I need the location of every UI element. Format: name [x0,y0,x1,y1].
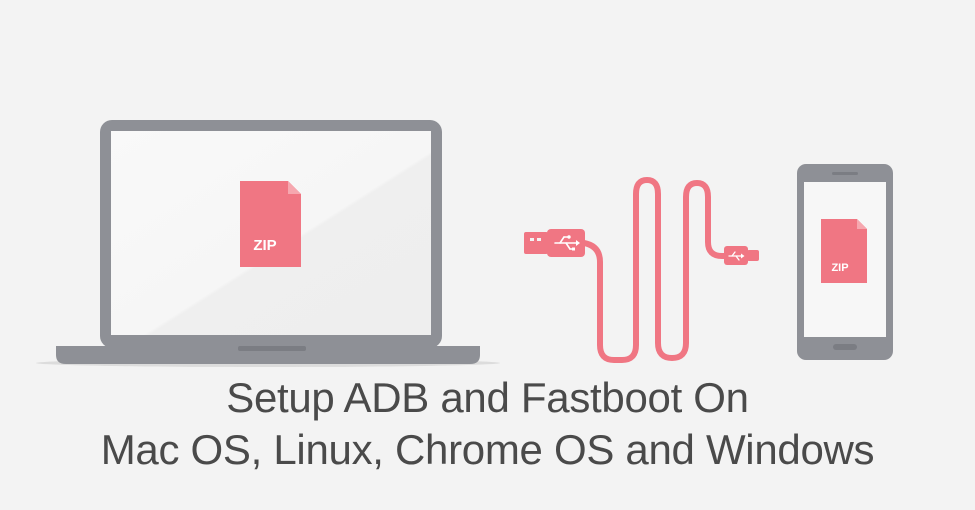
micro-usb-connector-icon [724,246,759,265]
headline-line-2: Mac OS, Linux, Chrome OS and Windows [100,426,875,473]
usb-connector-icon [524,229,585,257]
phone-zip-label: ZIP [831,262,848,274]
headline: Setup ADB and Fastboot On Mac OS, Linux,… [0,372,975,476]
laptop-zip-label: ZIP [253,237,276,254]
zip-file-icon: ZIP [240,181,301,267]
zip-file-icon: ZIP [821,219,867,283]
headline-line-1: Setup ADB and Fastboot On [226,374,749,421]
usb-cable-icon [581,177,729,363]
laptop-base [56,346,480,364]
